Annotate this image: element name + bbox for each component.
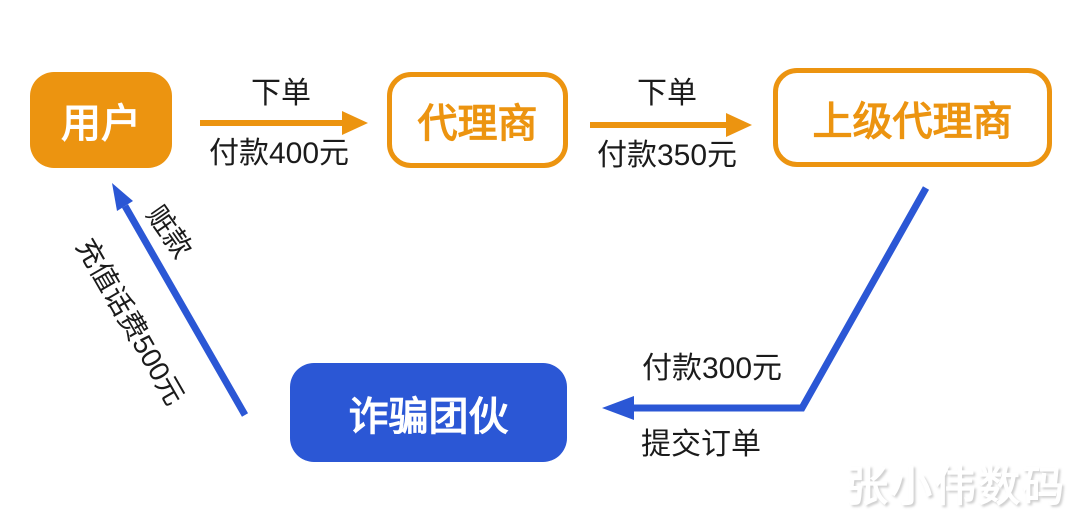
node-user-label: 用户 — [61, 102, 141, 146]
node-senior-agent: 上级代理商 — [773, 68, 1052, 167]
node-senior-agent-label: 上级代理商 — [812, 99, 1013, 144]
user-to-agent-bottom-label: 付款400元 — [208, 137, 350, 170]
node-fraud-group: 诈骗团伙 — [290, 363, 567, 462]
node-user: 用户 — [30, 72, 172, 168]
watermark-text: 张小伟数码 — [845, 463, 1066, 510]
fraud-to-user-arrow-shaft — [121, 204, 249, 417]
node-agent: 代理商 — [387, 72, 568, 168]
user-to-agent-top-label: 下单 — [251, 77, 311, 110]
senior-to-fraud-arrow-shaft — [632, 186, 930, 412]
senior-to-fraud-arrowhead-icon — [602, 396, 634, 420]
user-to-agent-arrowhead-icon — [342, 111, 368, 135]
senior-to-fraud-bottom-label: 提交订单 — [641, 428, 761, 461]
agent-to-senior-top-label: 下单 — [637, 77, 697, 110]
agent-to-senior-arrowhead-icon — [726, 113, 752, 137]
node-agent-label: 代理商 — [417, 102, 538, 146]
fraud-to-user-arrowhead-icon — [112, 183, 133, 211]
agent-to-senior-bottom-label: 付款350元 — [596, 139, 738, 172]
node-fraud-group-label: 诈骗团伙 — [348, 394, 509, 439]
senior-to-fraud-top-label: 付款300元 — [641, 352, 783, 385]
